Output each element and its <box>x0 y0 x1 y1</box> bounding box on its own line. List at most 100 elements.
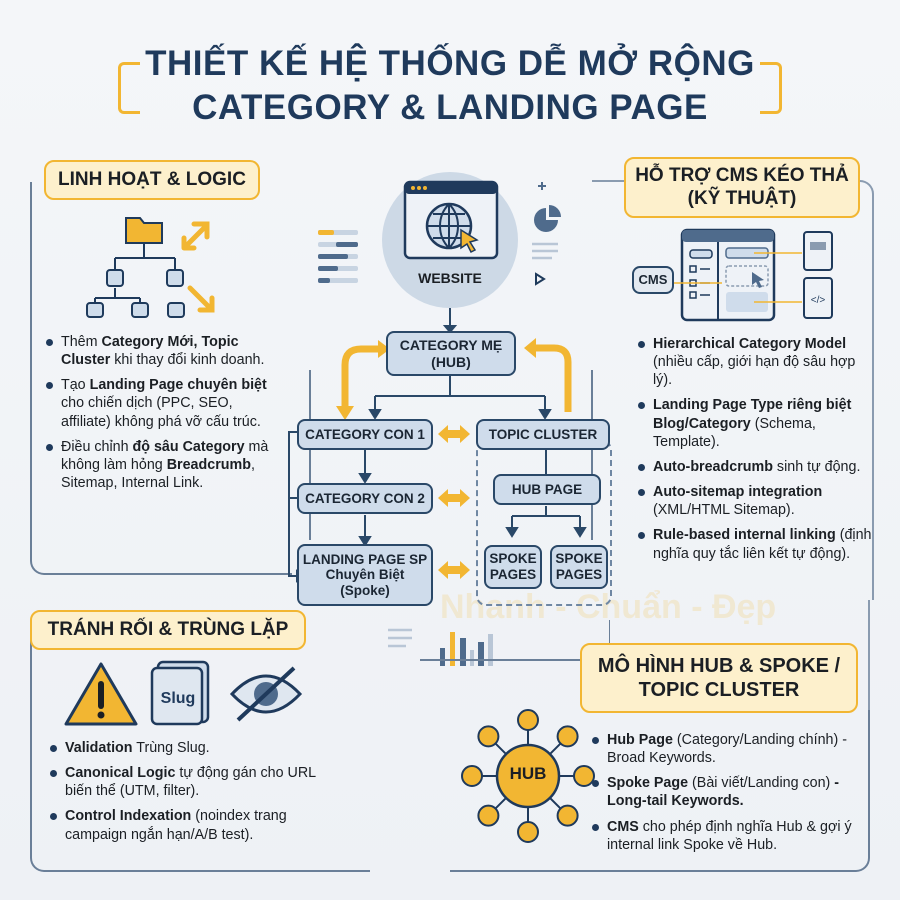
hub-spoke-icon <box>461 709 595 843</box>
node-landing-line3: (Spoke) <box>340 582 390 598</box>
panel-cms-label-line1: HỖ TRỢ CMS KÉO THẢ <box>635 164 849 186</box>
spoke-2-line2: PAGES <box>555 567 603 582</box>
bullet-text: Tạo <box>61 377 90 394</box>
bullet-bold-text: Auto-breadcrumb <box>653 458 773 475</box>
bullet-item: Tạo Landing Page chuyên biệt cho chiến d… <box>46 376 278 430</box>
panel-dup-frame <box>30 630 370 872</box>
eye-off-icon <box>229 666 303 722</box>
bullet-bold-text: Hierarchical Category Model <box>653 336 847 352</box>
title-bracket-right <box>760 62 782 114</box>
node-category-me-line1: CATEGORY MẸ <box>399 337 503 354</box>
bullet-text: , Sitemap, Internal Link. <box>61 456 255 492</box>
website-label: WEBSITE <box>418 270 482 286</box>
node-category-me[interactable]: CATEGORY MẸ(HUB) <box>386 331 516 376</box>
bullet-bold-text: Hub Page <box>607 732 673 748</box>
panel-hub-label: MÔ HÌNH HUB & SPOKE /TOPIC CLUSTER <box>580 643 858 713</box>
bullet-item: Hub Page (Category/Landing chính) - Broa… <box>592 731 864 767</box>
bullet-bold-text: - Long-tail Keywords. <box>607 775 840 810</box>
spoke-node <box>573 765 595 787</box>
spoke-1-line1: SPOKE <box>489 551 537 567</box>
bullet-text: Điều chỉnh <box>61 438 133 455</box>
cms-drag-drop-icon: </> <box>632 228 833 322</box>
bullet-bold-text: Rule-based internal linking <box>653 527 836 544</box>
bullet-text: (nhiều cấp, giới hạn độ sâu hợp lý). <box>653 354 856 389</box>
bullet-text: cho chiến dịch (PPC, SEO, affiliate) khô… <box>61 395 261 430</box>
node-category-me-line2: (HUB) <box>431 353 471 370</box>
hub-label: HUB <box>509 764 547 783</box>
bullet-text: khi thay đổi kinh doanh. <box>110 352 265 369</box>
browser-globe-icon <box>403 180 499 260</box>
bullet-text: mà không làm hỏng <box>61 438 269 473</box>
panel-flex-frame <box>30 182 292 575</box>
bullet-item: Auto-sitemap integration (XML/HTML Sitem… <box>638 483 878 519</box>
panel-hub-frame-side <box>868 600 870 710</box>
node-hub-page[interactable]: HUB PAGE <box>493 474 601 505</box>
pie-chart-icon <box>532 182 561 286</box>
spoke-1-line2: PAGES <box>489 567 537 582</box>
bullet-bold-text: Landing Page chuyên biệt <box>89 377 267 394</box>
panel-dup-label: TRÁNH RỐI & TRÙNG LẶP <box>30 610 306 650</box>
bullet-item: Validation Trùng Slug. <box>50 739 340 757</box>
panel-hub-label-line1: MÔ HÌNH HUB & SPOKE / <box>597 655 841 677</box>
panel-hub-bullets: Hub Page (Category/Landing chính) - Broa… <box>592 731 864 861</box>
spoke-node <box>517 709 539 731</box>
bullet-item: CMS cho phép định nghĩa Hub & gợi ý inte… <box>592 818 864 854</box>
bullet-bold-text: độ sâu Category <box>132 438 245 455</box>
page-title-line1: THIẾT KẾ HỆ THỐNG DỄ MỞ RỘNG <box>145 44 755 83</box>
spoke-node <box>477 725 500 748</box>
bullet-bold-text: Landing Page Type riêng biệt Blog/Catego… <box>653 397 852 432</box>
bullet-bold-text: Validation <box>65 740 133 756</box>
bullet-text: cho phép định nghĩa Hub & gợi ý internal… <box>607 818 852 853</box>
bullet-item: Rule-based internal linking (định nghĩa … <box>638 526 878 562</box>
bullet-bold-text: Canonical Logic <box>65 765 176 782</box>
node-category-con-2[interactable]: CATEGORY CON 2 <box>297 483 433 514</box>
bullet-item: Canonical Logic tự động gán cho URL biến… <box>50 764 340 800</box>
panel-hub-label-line2: TOPIC CLUSTER <box>638 679 800 701</box>
bullet-text: tự động gán cho URL biến thể (UTM, filte… <box>65 765 316 800</box>
title-bracket-left <box>118 62 140 114</box>
bullet-item: Điều chỉnh độ sâu Category mà không làm … <box>46 438 278 492</box>
bullet-item: Auto-breadcrumb sinh tự động. <box>638 458 878 476</box>
panel-flex-bullets: Thêm Category Mới, Topic Cluster khi tha… <box>46 333 278 499</box>
node-category-con-1[interactable]: CATEGORY CON 1 <box>297 419 433 450</box>
warning-icon <box>64 662 138 726</box>
bullet-bold-text: Category Mới, Topic Cluster <box>61 334 239 369</box>
slug-document-icon <box>150 660 210 726</box>
bullet-bold-text: Breadcrumb <box>166 456 251 473</box>
node-topic-cluster[interactable]: TOPIC CLUSTER <box>476 419 610 450</box>
bullet-text: Thêm <box>61 334 102 350</box>
spoke-node <box>477 804 500 827</box>
bullet-item: Spoke Page (Bài viết/Landing con) - Long… <box>592 774 864 810</box>
slug-label: Slug <box>160 690 196 707</box>
watermark: Nhanh - Chuẩn - Đẹp <box>440 588 777 626</box>
bullet-item: Hierarchical Category Model (nhiều cấp, … <box>638 335 878 389</box>
bullet-text: (noindex trang campaign ngắn hạn/A/B tes… <box>65 808 287 843</box>
page-title-line2: CATEGORY & LANDING PAGE <box>192 88 708 127</box>
spoke-node <box>556 804 579 827</box>
list-bars-icon <box>318 230 358 283</box>
bullet-bold-text: CMS <box>607 818 639 835</box>
spoke-node <box>556 725 579 748</box>
bullet-text: (Category/Landing chính) - Broad Keyword… <box>607 732 847 767</box>
bullet-text: (Bài viết/Landing con) <box>688 775 835 792</box>
bullet-text: (XML/HTML Sitemap). <box>653 502 795 519</box>
bullet-text: (Schema, Template). <box>653 415 816 450</box>
bullet-text: (định nghĩa quy tắc liên kết tự động). <box>653 527 872 562</box>
node-landing-line2: Chuyên Biệt <box>325 567 405 583</box>
node-landing-line1: LANDING PAGE SP <box>302 551 428 567</box>
folder-tree-icon <box>86 217 215 318</box>
spoke-2-line1: SPOKE <box>555 551 603 567</box>
spoke-node <box>517 821 539 843</box>
bar-chart-icon <box>388 620 610 666</box>
cms-badge: CMS <box>632 266 674 294</box>
panel-cms-label: HỖ TRỢ CMS KÉO THẢ(KỸ THUẬT) <box>624 157 860 218</box>
panel-dup-bullets: Validation Trùng Slug. Canonical Logic tự… <box>50 739 340 851</box>
panel-hub-frame <box>450 700 870 872</box>
hierarchy-connectors <box>288 308 593 583</box>
bullet-item: Control Indexation (noindex trang campai… <box>50 807 340 843</box>
hub-node <box>495 743 561 809</box>
bullet-bold-text: Auto-sitemap integration <box>653 484 823 501</box>
